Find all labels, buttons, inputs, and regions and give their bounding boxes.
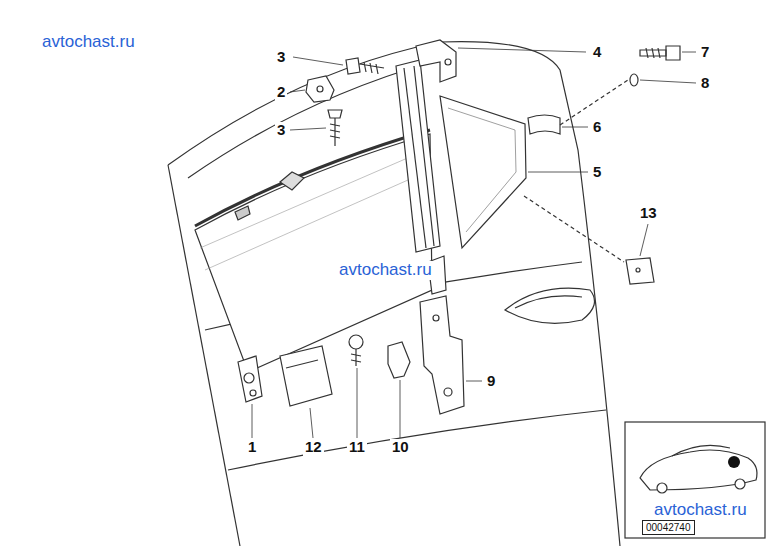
callout-number: 4 [591,44,603,61]
callout-number: 12 [303,439,324,456]
callout-number: 5 [591,164,603,181]
callout-number: 3 [275,49,287,66]
callout-number: 1 [246,439,258,456]
callout-number: 13 [638,205,659,222]
callout-number: 9 [485,373,497,390]
callout-number: 8 [699,75,711,92]
callout-number: 7 [699,44,711,61]
watermark: avtochast.ru [337,261,434,280]
diagram-code: 00042740 [642,520,695,535]
watermark: avtochast.ru [40,33,137,52]
callout-number: 10 [390,439,411,456]
callout-number: 6 [591,119,603,136]
callout-number: 2 [275,84,287,101]
callout-number: 11 [347,439,367,456]
callout-number: 3 [275,122,287,139]
watermark: avtochast.ru [652,501,749,520]
